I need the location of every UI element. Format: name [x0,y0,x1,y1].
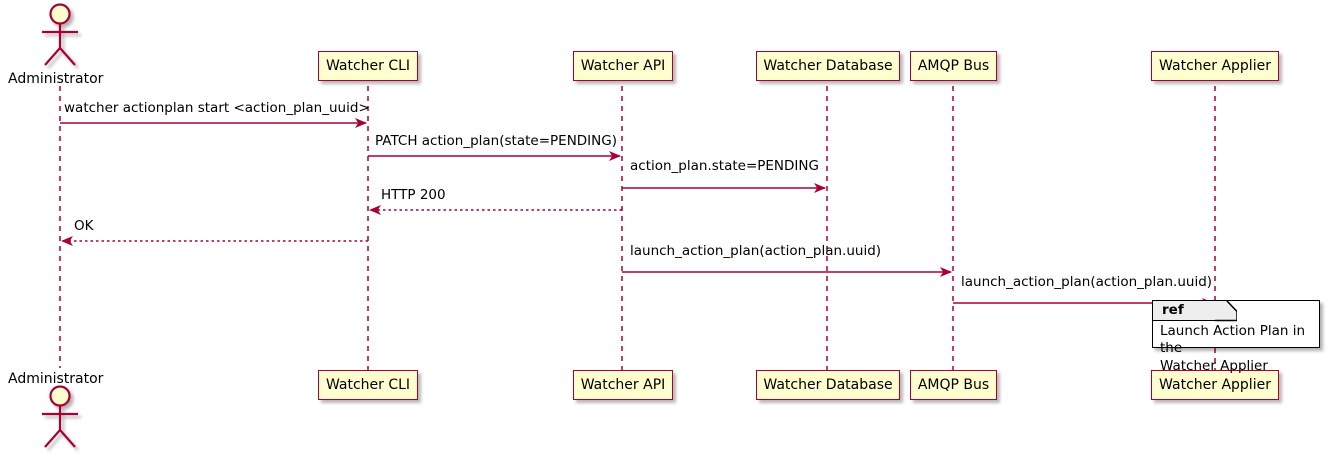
message-label-ok: OK [74,218,94,234]
participant-box-watcher-cli-bottom[interactable]: Watcher CLI [318,370,418,400]
message-label-action-plan-state-pending: action_plan.state=PENDING [630,158,819,174]
ref-fragment-body-text: Launch Action Plan in the Watcher Applie… [1160,323,1306,374]
participant-label: Watcher Database [763,377,893,393]
actor-label-administrator-bottom: Administrator [8,371,104,387]
message-label-launch-action-plan-api-to-bus: launch_action_plan(action_plan.uuid) [630,243,882,259]
message-label-patch-action-plan: PATCH action_plan(state=PENDING) [375,133,617,149]
actor-label-administrator-top: Administrator [8,71,104,87]
participant-box-amqp-bus-bottom[interactable]: AMQP Bus [910,370,997,400]
ref-fragment-tab-label: ref [1162,302,1184,318]
participant-label: Watcher Applier [1159,377,1271,393]
message-label-launch-action-plan-bus-to-applier: launch_action_plan(action_plan.uuid) [961,274,1213,290]
participant-label: Watcher API [580,377,666,393]
lifelines [59,86,1216,370]
participant-box-watcher-api-top[interactable]: Watcher API [573,51,673,81]
participant-box-watcher-database-bottom[interactable]: Watcher Database [756,370,900,400]
actor-icon-administrator-top [42,3,78,66]
ref-fragment-tab-fold-icon [1215,301,1237,322]
message-arrows [60,118,1214,308]
actor-icon-administrator-bottom [42,385,78,448]
participant-box-watcher-database-top[interactable]: Watcher Database [756,51,900,81]
participant-label: Watcher Database [763,58,893,74]
participant-label: Watcher CLI [325,377,411,393]
participant-box-watcher-applier-top[interactable]: Watcher Applier [1151,51,1279,81]
participant-label: Watcher API [580,58,666,74]
message-label-watcher-actionplan-start: watcher actionplan start <action_plan_uu… [64,100,370,116]
ref-fragment: ref Launch Action Plan in the Watcher Ap… [1152,300,1320,374]
participant-label: AMQP Bus [917,377,990,393]
participant-label: Watcher CLI [325,58,411,74]
participant-box-watcher-cli-top[interactable]: Watcher CLI [318,51,418,81]
participant-box-watcher-applier-bottom[interactable]: Watcher Applier [1151,370,1279,400]
participant-box-watcher-api-bottom[interactable]: Watcher API [573,370,673,400]
participant-label: AMQP Bus [917,58,990,74]
participant-box-amqp-bus-top[interactable]: AMQP Bus [910,51,997,81]
message-label-http-200: HTTP 200 [381,187,446,203]
participant-label: Watcher Applier [1159,58,1271,74]
